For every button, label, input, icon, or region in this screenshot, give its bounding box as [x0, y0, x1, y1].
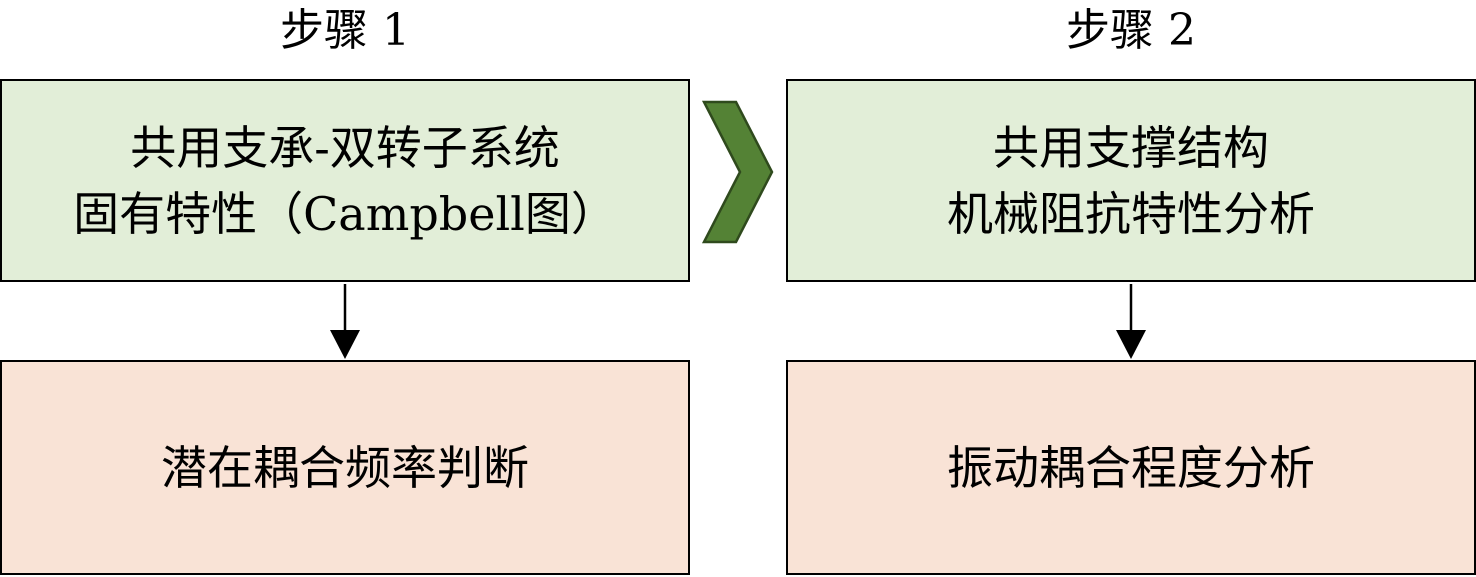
- step2-bottom-label: 振动耦合程度分析: [947, 440, 1315, 495]
- step1-title: 步骤 1: [280, 5, 410, 56]
- step2-coupling-degree-box: 振动耦合程度分析: [786, 360, 1476, 575]
- step1-natural-characteristics-box: 共用支承-双转子系统 固有特性（Campbell图）: [0, 79, 690, 282]
- step1-coupling-frequency-box: 潜在耦合频率判断: [0, 360, 690, 575]
- step1-box-line2: 固有特性（Campbell图）: [73, 186, 617, 241]
- step1-box-line1: 共用支承-双转子系统: [130, 120, 560, 175]
- next-step-chevron-icon: [701, 100, 774, 244]
- step1-down-arrow-icon: [330, 284, 360, 359]
- step2-impedance-analysis-box: 共用支撑结构 机械阻抗特性分析: [786, 79, 1476, 282]
- step2-title: 步骤 2: [1066, 5, 1196, 56]
- step2-down-arrow-icon: [1116, 284, 1146, 359]
- step2-box-line2: 机械阻抗特性分析: [947, 186, 1315, 241]
- step1-bottom-label: 潜在耦合频率判断: [161, 440, 529, 495]
- step2-box-line1: 共用支撑结构: [993, 120, 1269, 175]
